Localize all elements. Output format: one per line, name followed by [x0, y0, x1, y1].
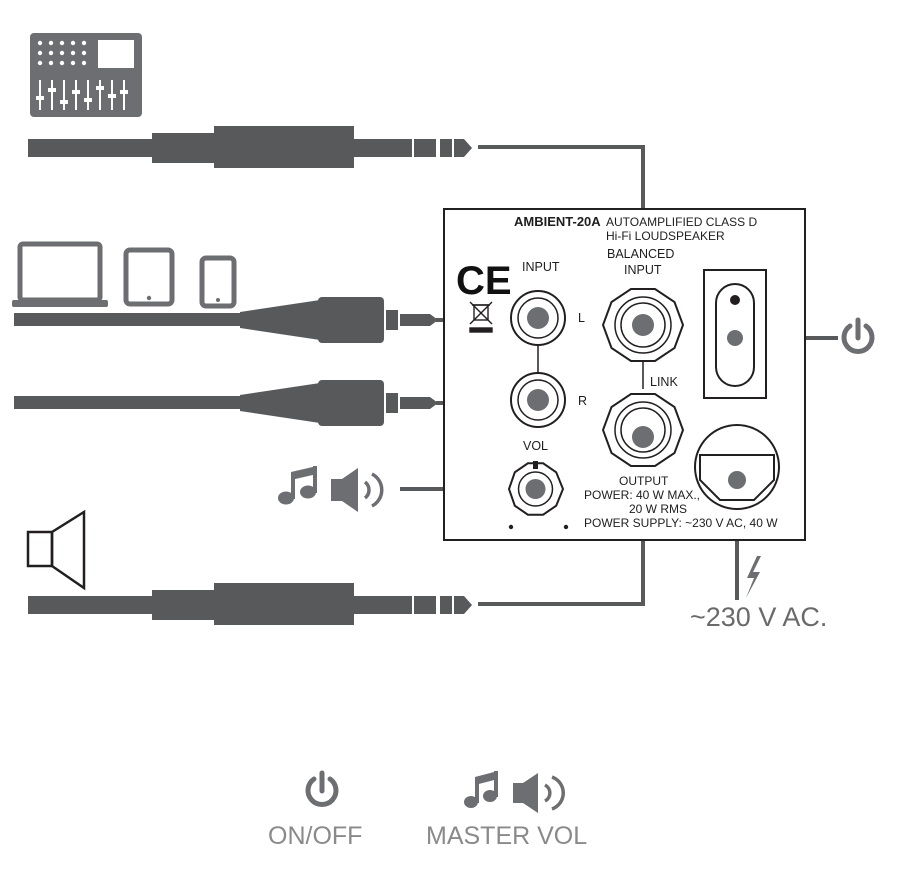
power-icon: [841, 317, 875, 354]
power-switch[interactable]: [703, 269, 767, 399]
mixer-jack-cable: [28, 126, 472, 168]
music-note-icon: [278, 466, 317, 505]
input-label: INPUT: [522, 260, 560, 274]
legend-music-note-icon: [464, 771, 498, 808]
laptop-icon: [12, 241, 108, 307]
volume-icon: [331, 468, 384, 512]
speaker-jack-cable: [28, 583, 472, 625]
legend-master-vol-label: MASTER VOL: [426, 822, 587, 850]
balanced-input-label-1: BALANCED: [607, 247, 674, 261]
left-channel-label: L: [578, 311, 585, 325]
legend-volume-icon: [513, 773, 565, 813]
mains-voltage-label: ~230 V AC.: [690, 602, 827, 632]
right-channel-label: R: [578, 394, 587, 408]
spec-rms: 20 W RMS: [629, 502, 687, 516]
link-label: LINK: [650, 375, 678, 389]
speaker-icon: [26, 509, 86, 591]
balanced-input-jack[interactable]: [601, 288, 685, 362]
mixer-icon: [30, 33, 142, 117]
balanced-input-label-2: INPUT: [624, 263, 662, 277]
rca-cable-right: [14, 380, 438, 426]
weee-bin-icon: [469, 301, 493, 333]
output-jack[interactable]: [601, 393, 685, 467]
panel-subtitle-1: AUTOAMPLIFIED CLASS D: [606, 215, 757, 229]
output-label: OUTPUT: [619, 474, 669, 488]
rca-cable-left: [14, 297, 438, 343]
tablet-icon: [123, 247, 175, 307]
ce-mark: CE: [456, 259, 512, 303]
rca-input-right[interactable]: [510, 372, 566, 428]
spec-power: POWER: 40 W MAX.,: [584, 488, 700, 502]
lightning-icon: [746, 556, 761, 598]
vol-label: VOL: [523, 439, 548, 453]
panel-subtitle-2: Hi-Fi LOUDSPEAKER: [606, 229, 725, 243]
model-name: AMBIENT-20A: [514, 214, 601, 229]
phone-icon: [199, 255, 237, 309]
spec-power-supply: POWER SUPPLY: ~230 V AC, 40 W: [584, 516, 778, 530]
mains-socket[interactable]: [694, 424, 780, 510]
volume-knob[interactable]: [507, 461, 565, 516]
legend-onoff-label: ON/OFF: [268, 822, 362, 850]
rear-panel: AMBIENT-20A AUTOAMPLIFIED CLASS D Hi-Fi …: [443, 208, 806, 541]
legend-power-icon: [305, 770, 339, 807]
